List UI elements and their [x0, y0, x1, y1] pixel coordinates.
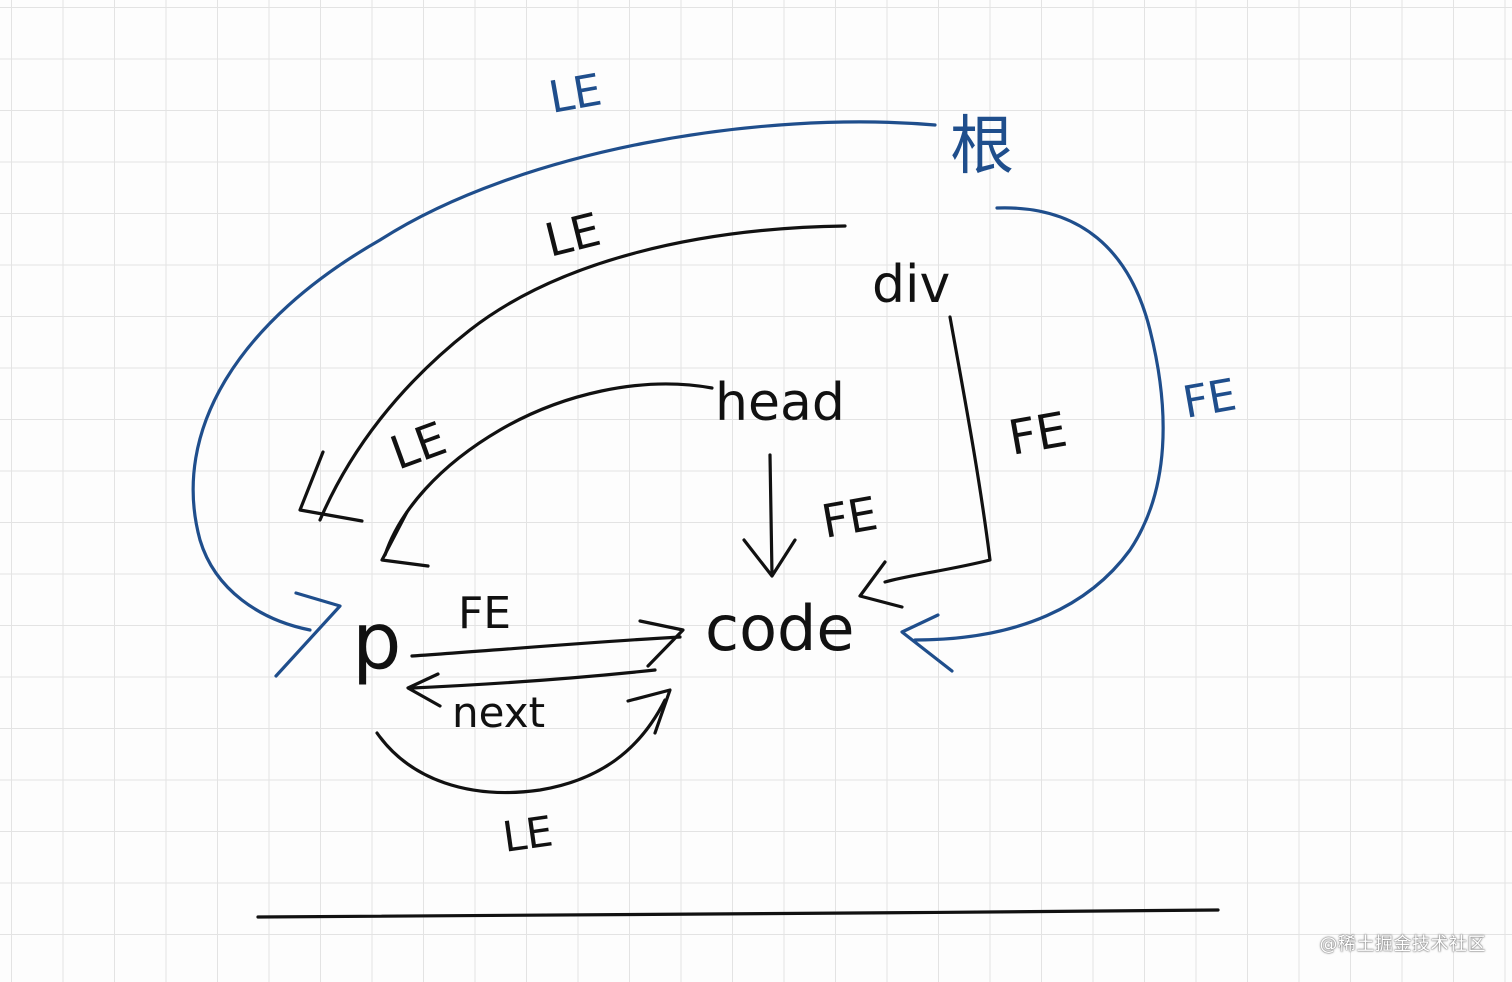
edge-div-to-p: [318, 224, 847, 522]
edge-p-to-code-top: [410, 635, 682, 658]
arrowhead-p-to-code-bottom: [626, 688, 672, 735]
label-root-to-p: LE: [545, 65, 605, 124]
arrowhead-root-to-code: [900, 613, 954, 673]
arrowhead-code-to-p: [406, 672, 442, 708]
edge-p-to-code-bottom: [375, 698, 667, 795]
edge-head-to-p: [383, 382, 714, 557]
edge-root-to-code: [913, 206, 1165, 642]
node-head: head: [715, 373, 845, 433]
node-root: 根: [950, 110, 1014, 184]
edge-div-to-code: [883, 315, 992, 584]
arrowhead-div-to-p: [298, 450, 364, 523]
node-p: p: [352, 597, 402, 687]
node-code: code: [705, 592, 855, 665]
label-head-to-code: FE: [818, 486, 882, 549]
label-p-to-code-bottom: LE: [500, 806, 556, 861]
edge-code-to-p: [410, 668, 657, 690]
arrowhead-div-to-code: [858, 560, 904, 609]
label-div-to-code: FE: [1004, 402, 1071, 467]
edge-head-to-code: [768, 453, 774, 577]
watermark-text: @稀土掘金技术社区: [1319, 934, 1486, 955]
label-p-to-code-top: FE: [458, 588, 511, 639]
baseline-line: [256, 908, 1220, 919]
arrowhead-head-to-p: [380, 510, 430, 568]
arrowhead-p-to-code-top: [638, 619, 685, 668]
node-div: div: [872, 255, 950, 315]
arrowhead-root-to-p: [274, 591, 342, 678]
label-div-to-p: LE: [540, 202, 606, 268]
label-code-to-p: next: [452, 688, 545, 737]
arrowhead-head-to-code: [742, 538, 797, 578]
edge-root-to-p: [191, 120, 937, 632]
label-root-to-code: FE: [1179, 369, 1240, 428]
